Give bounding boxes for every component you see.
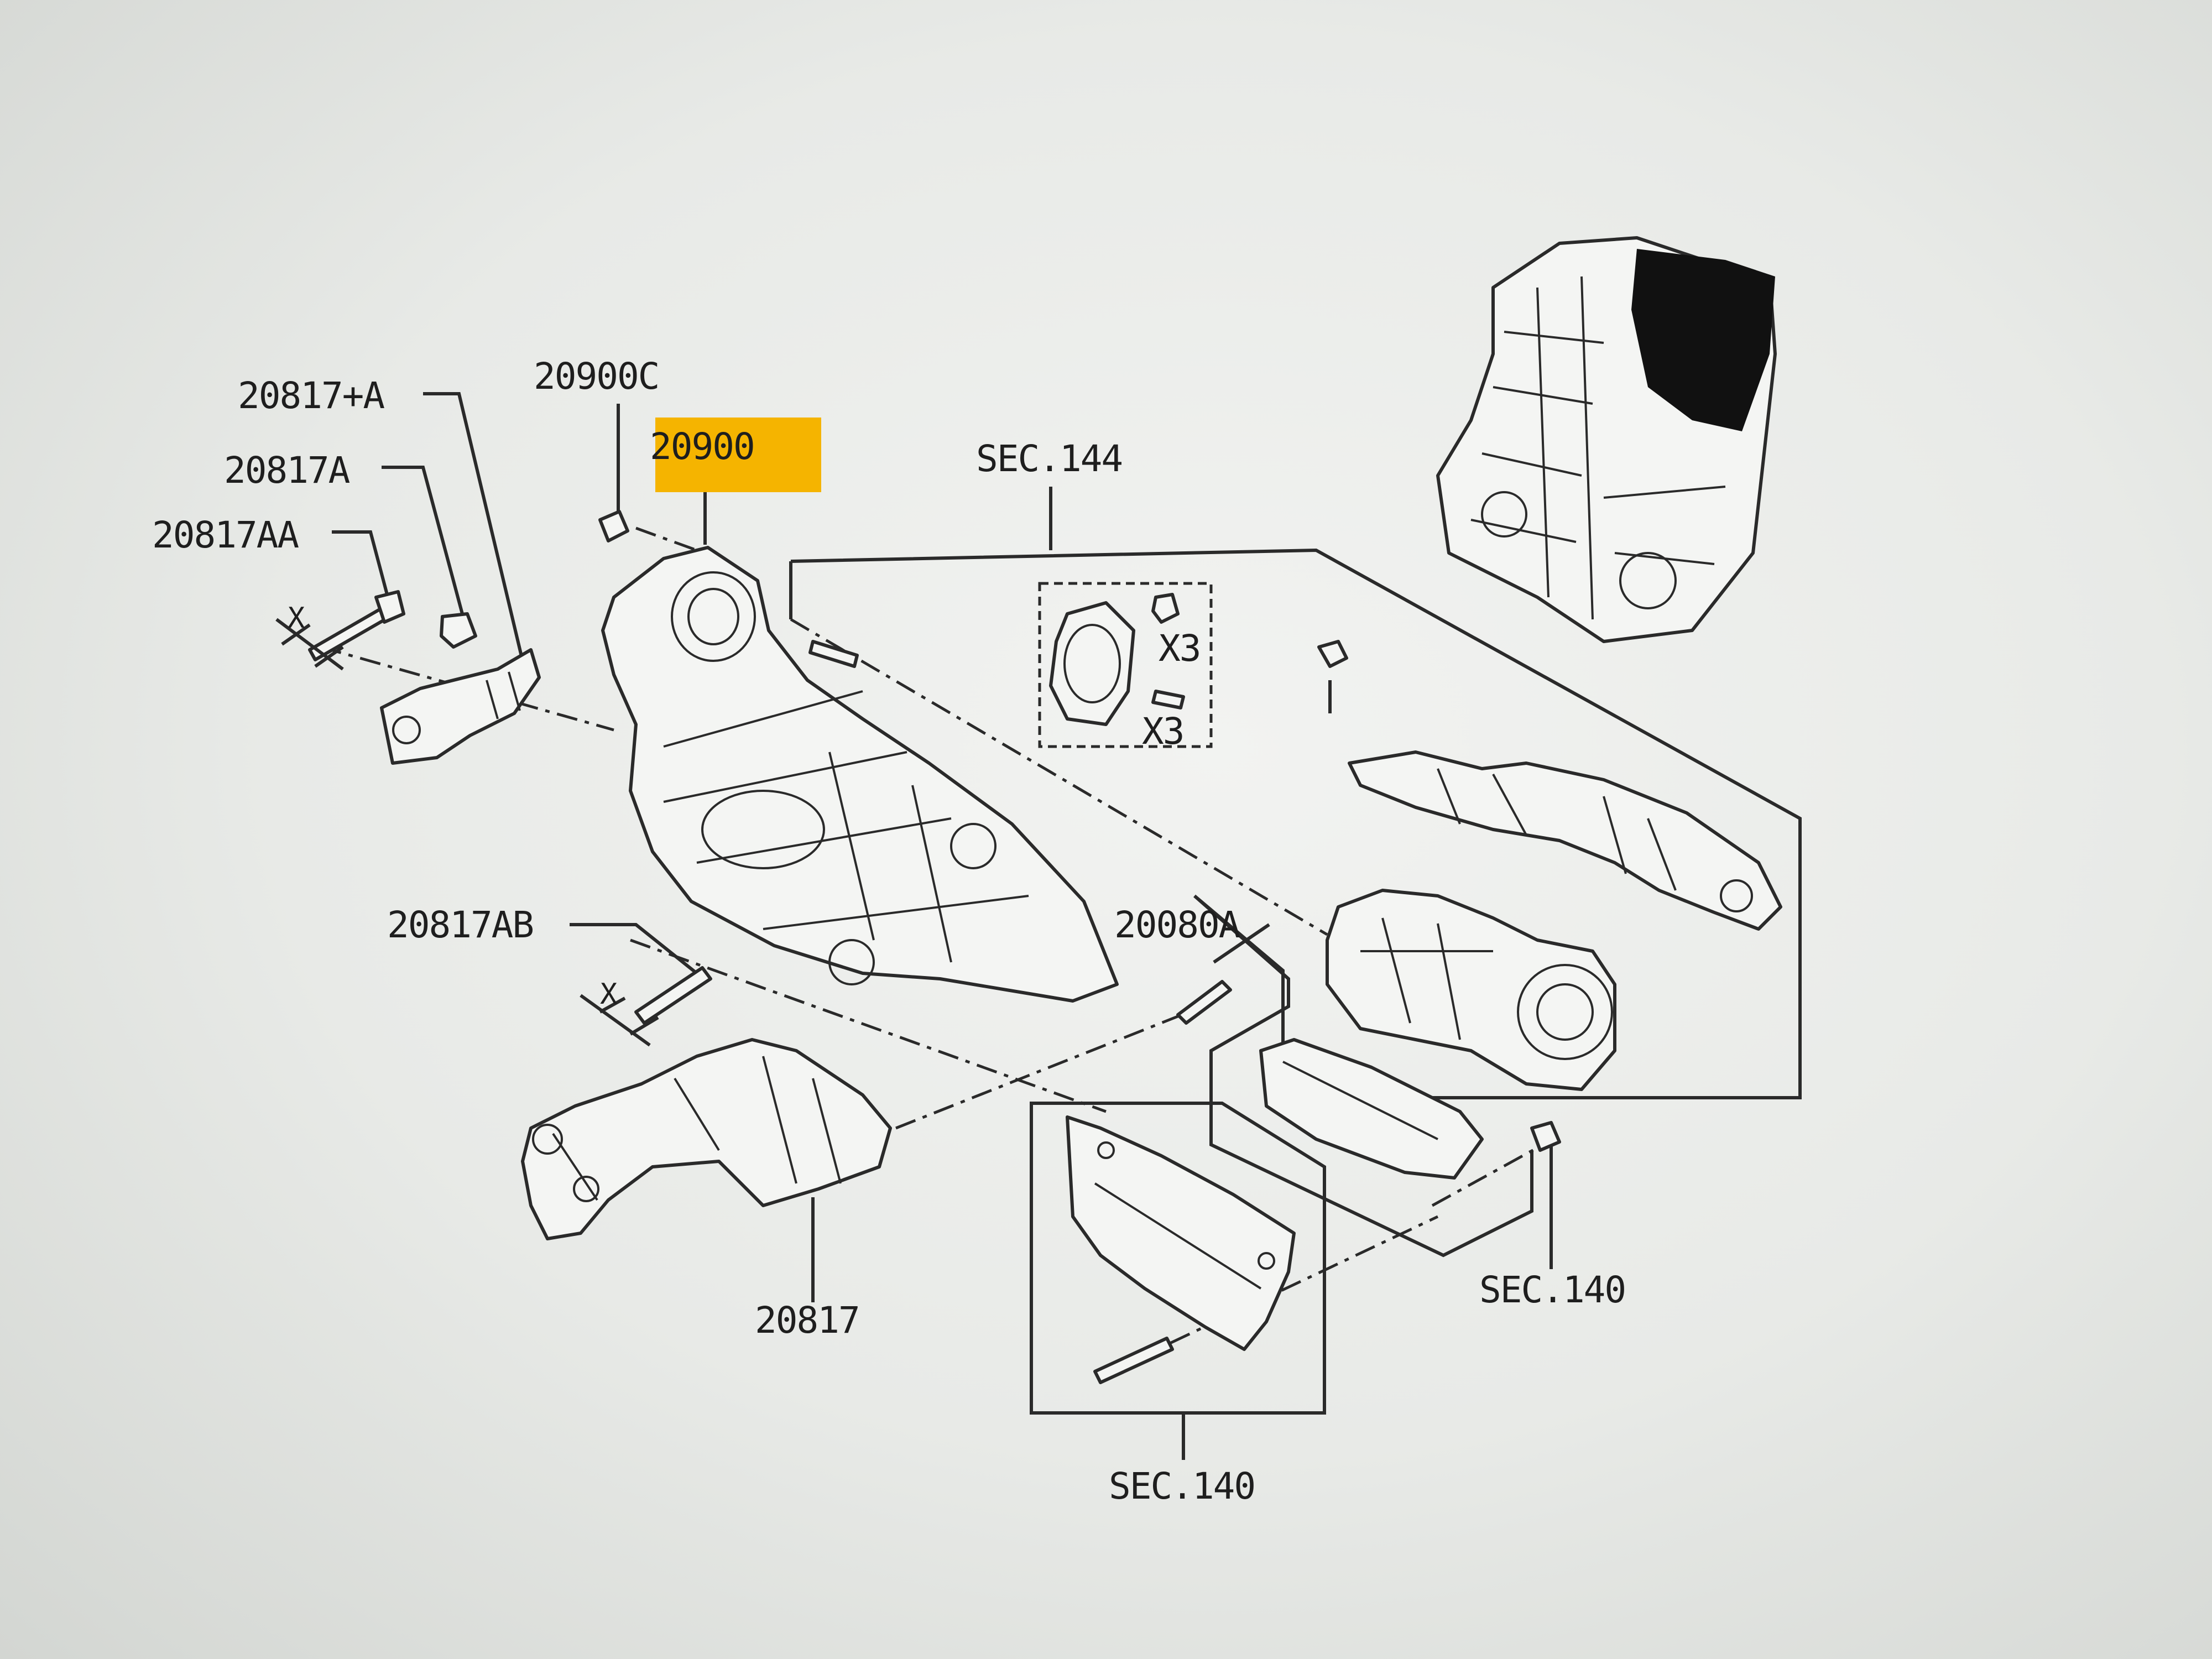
- label-sec144: SEC.144: [976, 437, 1122, 480]
- part-labels: 20817+A 20817A 20817AA 20900C 20900 SEC.…: [152, 355, 1626, 1507]
- gasket-kit: [1049, 593, 1185, 726]
- fasteners-top-left: [275, 590, 477, 671]
- manifold-gasket: [1066, 1115, 1296, 1351]
- bracket-20817: [521, 1038, 892, 1240]
- turbocharger: [1259, 889, 1616, 1180]
- label-x3-nut: X3: [1159, 627, 1200, 670]
- leader-lines: [332, 392, 1553, 1460]
- sec144-outline: [790, 548, 1802, 1258]
- gasket-kit-box: [1038, 582, 1213, 748]
- section-boxes: [789, 548, 1802, 1415]
- heat-shield: [1348, 750, 1782, 931]
- label-x3-stud: X3: [1142, 710, 1183, 753]
- nut-sec140-right: [1530, 1121, 1561, 1152]
- label-20817aa: 20817AA: [152, 514, 299, 556]
- stud-sec140-bottom: [1093, 1337, 1174, 1384]
- label-20817-plus-a: 20817+A: [238, 374, 384, 417]
- label-20900c: 20900C: [534, 355, 659, 398]
- label-20817a: 20817A: [224, 449, 350, 492]
- bolt-20817ab: [634, 966, 712, 1025]
- dim-lines-bottom: [580, 994, 659, 1047]
- label-sec140-bottom: SEC.140: [1109, 1465, 1255, 1507]
- engine-thumbnail: [1436, 236, 1777, 643]
- highlight-20900: [655, 418, 821, 492]
- screw-top-right: [1317, 640, 1348, 668]
- label-dim-x-bottom: X: [600, 978, 617, 1011]
- label-20080a: 20080A: [1114, 904, 1240, 946]
- nut-20900c: [598, 510, 629, 542]
- label-20817: 20817: [755, 1299, 859, 1342]
- label-dim-x-top: X: [288, 602, 305, 635]
- stud-sec144: [808, 640, 859, 668]
- label-sec140-right: SEC.140: [1479, 1269, 1625, 1311]
- label-20900: 20900: [650, 425, 754, 468]
- label-20817ab: 20817AB: [387, 904, 533, 946]
- catalytic-converter-20900: [601, 546, 1119, 1003]
- sec140-bottom-box: [1030, 1102, 1326, 1415]
- bracket-20817-plus-a: [380, 648, 541, 765]
- bolt-20080a: [1176, 980, 1232, 1025]
